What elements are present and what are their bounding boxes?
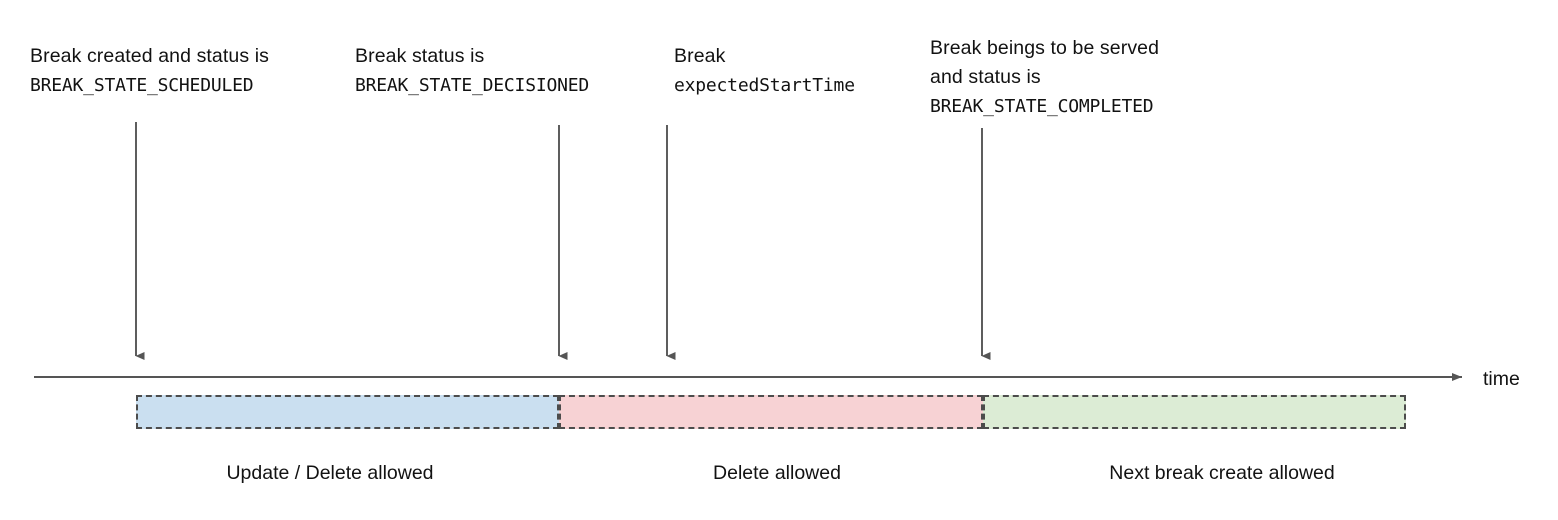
phase-caption-next-break-create: Next break create allowed [1109, 462, 1335, 484]
event-label-decisioned-line-1: Break status is [355, 45, 485, 67]
event-label-completed-line-3: BREAK_STATE_COMPLETED [930, 96, 1154, 117]
phase-caption-update-delete: Update / Delete allowed [226, 462, 434, 484]
event-label-completed: Break beings to be served and status is … [930, 34, 1159, 121]
event-label-completed-line-1: Break beings to be served [930, 37, 1160, 59]
event-label-expected-start-time-line-2: expectedStartTime [674, 75, 855, 96]
time-axis-label: time [1483, 368, 1520, 390]
event-label-completed-line-2: and status is [930, 66, 1041, 88]
event-label-expected-start-time-line-1: Break [674, 45, 726, 67]
event-label-scheduled: Break created and status is BREAK_STATE_… [30, 42, 269, 100]
event-label-decisioned: Break status is BREAK_STATE_DECISIONED [355, 42, 589, 100]
phase-caption-delete: Delete allowed [713, 462, 841, 484]
event-label-decisioned-line-2: BREAK_STATE_DECISIONED [355, 75, 590, 96]
phase-bar-next-break-create [983, 395, 1406, 429]
event-label-scheduled-line-1: Break created and status is [30, 45, 269, 67]
phase-bar-update-delete [136, 395, 559, 429]
event-label-scheduled-line-2: BREAK_STATE_SCHEDULED [30, 75, 254, 96]
phase-bar-delete [559, 395, 983, 429]
event-label-expected-start-time: Break expectedStartTime [674, 42, 855, 100]
